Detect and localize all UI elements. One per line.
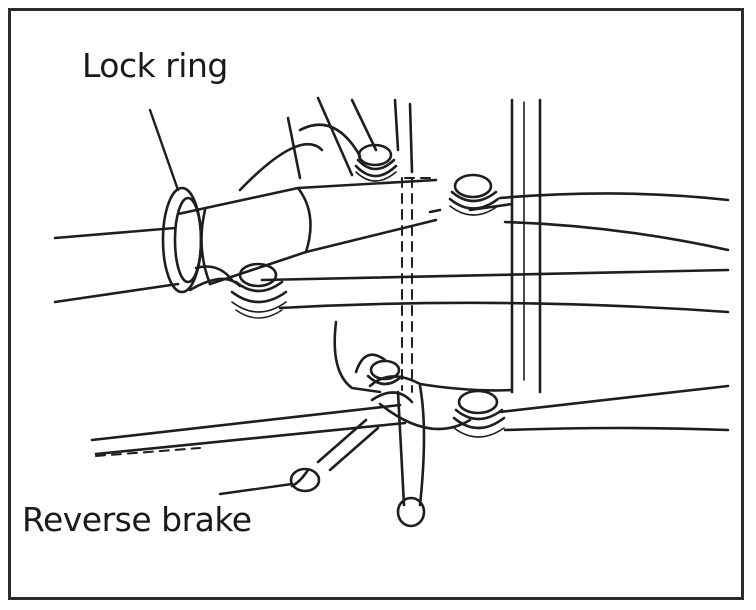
bolt-head — [366, 359, 404, 386]
lower-rod — [90, 403, 407, 456]
reverse-brake-lever — [289, 375, 472, 528]
bolt-heads — [230, 143, 506, 438]
vertical-post — [510, 98, 542, 394]
bolt-head — [448, 173, 500, 216]
bolt-head — [230, 262, 288, 319]
reverse-brake-label: Reverse brake — [22, 500, 252, 539]
upper-arm — [468, 192, 730, 252]
lock-ring-label: Lock ring — [82, 46, 228, 85]
hidden-lines — [95, 177, 433, 457]
bolt-head — [452, 389, 506, 438]
lower-arm — [498, 384, 730, 432]
lock-ring-leader — [148, 108, 180, 192]
reverse-brake-leader — [218, 482, 294, 496]
middle-arm — [260, 268, 730, 314]
rear-struts — [238, 96, 414, 192]
lower-body — [333, 320, 514, 394]
callout-leaders — [148, 108, 294, 496]
bolt-head — [354, 143, 398, 182]
